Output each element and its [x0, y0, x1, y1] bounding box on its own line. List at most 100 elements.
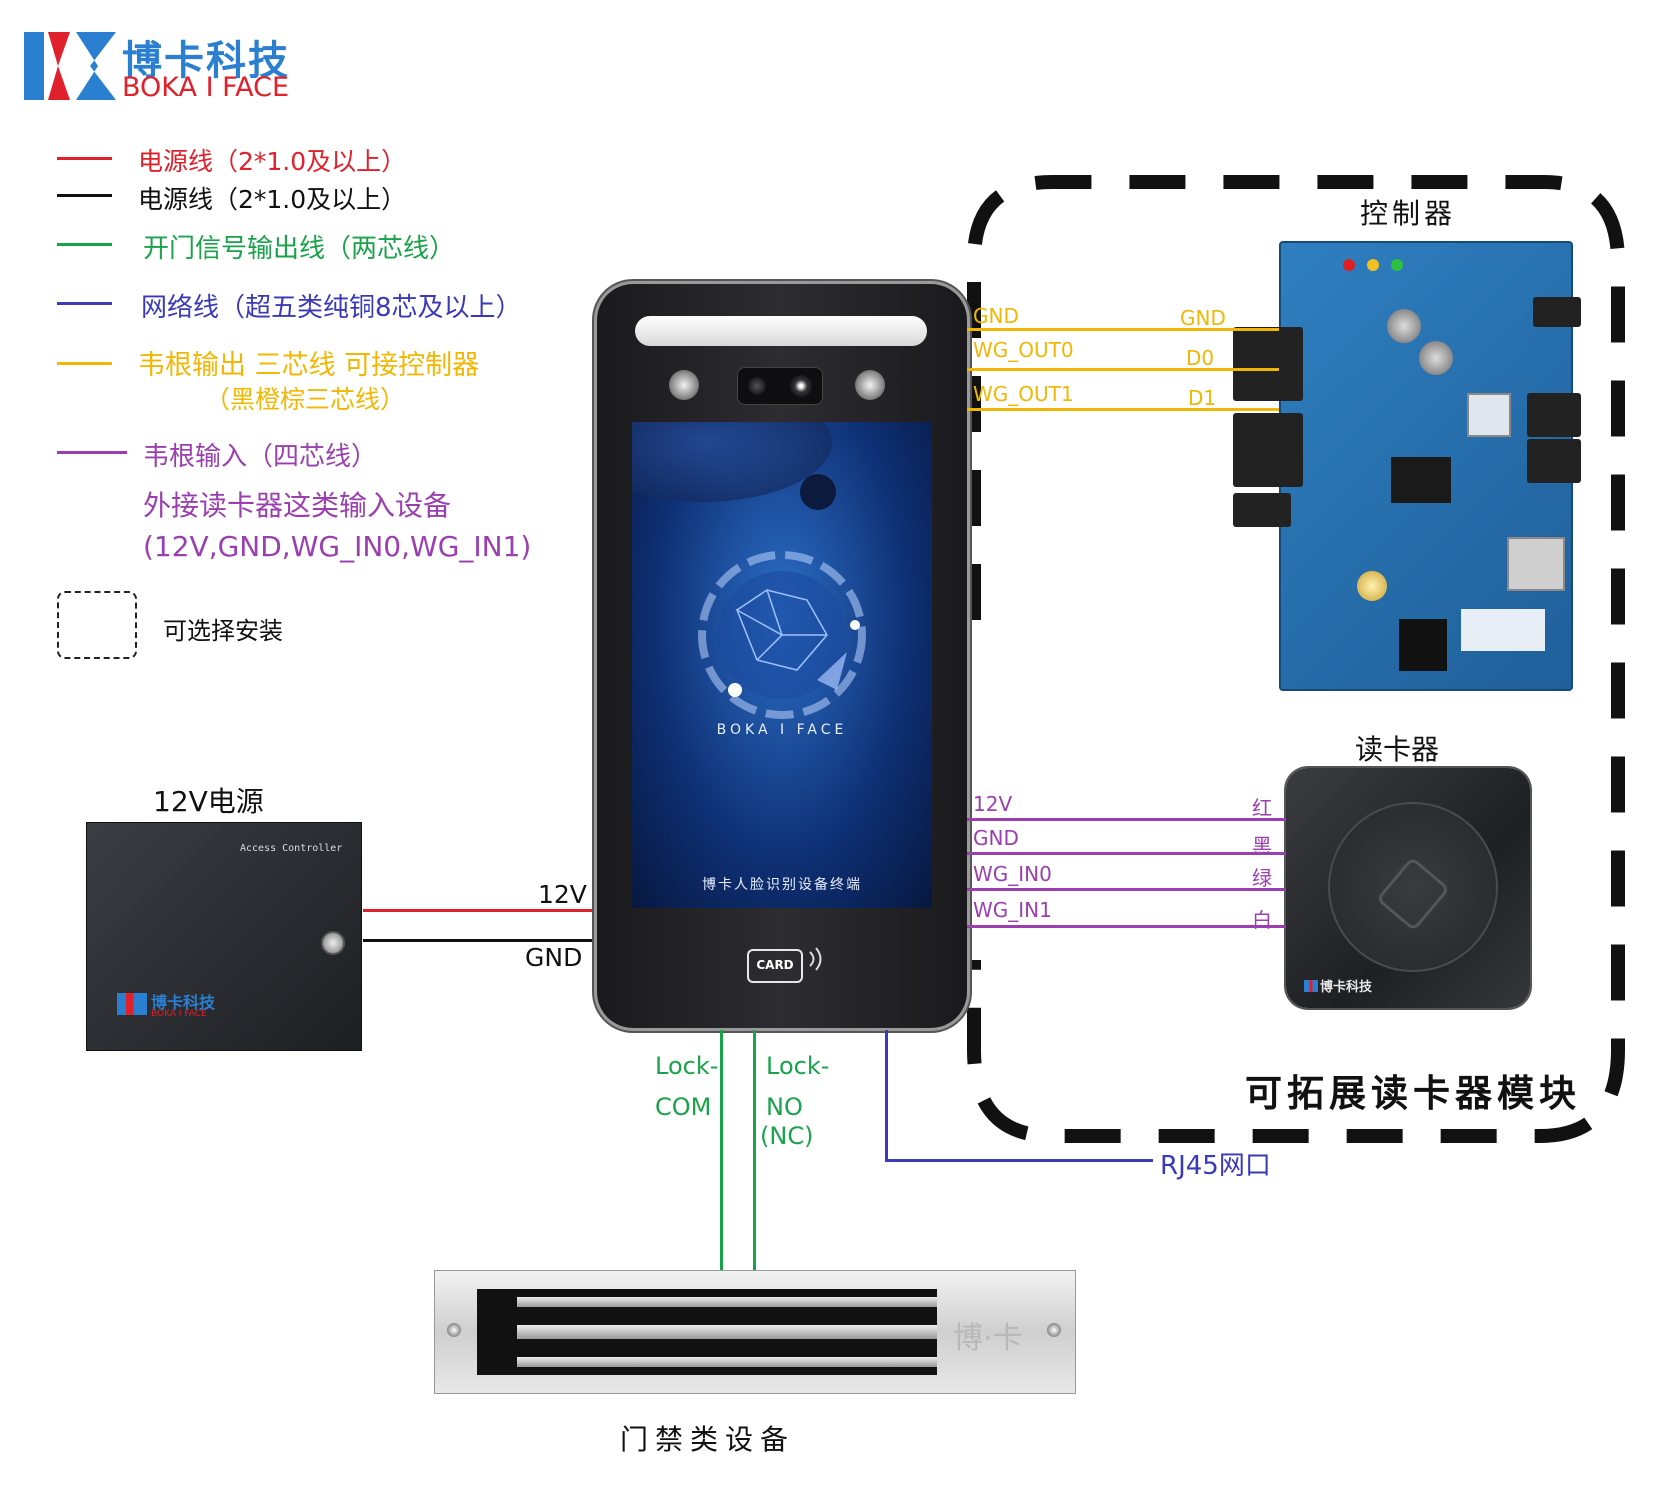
logo-brand-cn: 博卡科技 — [122, 38, 290, 84]
screw-right-icon — [1047, 1323, 1061, 1337]
power-led-icon — [1343, 259, 1355, 271]
chip-icon — [1391, 457, 1451, 503]
key-lock-icon — [321, 931, 345, 955]
card-reader-device: 博卡科技 — [1286, 768, 1530, 1008]
reader-brand: 博卡科技 — [1320, 980, 1373, 995]
pin-header-icon — [1399, 619, 1447, 671]
legend-swatch-green — [57, 243, 112, 246]
terminal-block-icon — [1533, 297, 1581, 327]
reader-logo-icon — [1304, 980, 1318, 992]
lock-device-title: 门禁类设备 — [620, 1423, 796, 1456]
module-label: 可拓展读卡器模块 — [1245, 1072, 1581, 1115]
reader-pin-left: GND — [973, 826, 1019, 850]
wire-wg-gnd — [967, 328, 1279, 331]
dual-camera-icon — [737, 367, 823, 405]
controller-pin-left: WG_OUT0 — [973, 338, 1074, 362]
controller-pin-right: D0 — [1186, 346, 1215, 370]
controller-pin-right: GND — [1180, 306, 1226, 330]
card-led-icon — [1391, 259, 1403, 271]
wire-reader-wg-in0 — [967, 888, 1286, 891]
power-supply-title: 12V电源 — [153, 785, 264, 818]
terminal-block-icon — [1233, 413, 1303, 487]
psu-12v-label: 12V — [538, 880, 587, 909]
legend-subtext: (12V,GND,WG_IN0,WG_IN1) — [143, 530, 532, 563]
magnet-core — [477, 1289, 937, 1375]
controller-title: 控制器 — [1360, 197, 1457, 230]
power-supply-brand-cn: 博卡科技 — [151, 993, 216, 1012]
wire-lock-com — [720, 1030, 723, 1270]
wire-lock-no — [753, 1030, 756, 1270]
terminal-block-icon — [1233, 493, 1291, 527]
legend-swatch-black — [57, 194, 112, 197]
face-scan-globe-icon — [698, 551, 866, 719]
wire-rj45-horizontal — [885, 1159, 1153, 1162]
wire-reader-wg-in1 — [967, 925, 1286, 928]
wire-12v-red — [363, 909, 595, 912]
reader-pin-right: 绿 — [1252, 866, 1272, 890]
lock-no-label-2: NO — [766, 1093, 803, 1121]
optional-swatch — [57, 591, 137, 659]
screen-brand: BOKA I FACE — [716, 722, 848, 738]
psu-gnd-label: GND — [525, 943, 583, 972]
reader-pin-left: WG_IN0 — [973, 862, 1052, 886]
legend-text: 电源线（2*1.0及以上） — [138, 185, 407, 214]
moon-graphic — [800, 474, 836, 510]
legend-swatch-red — [57, 157, 112, 160]
light-sensor-right-icon — [855, 370, 885, 400]
rj45-label: RJ45网口 — [1160, 1151, 1271, 1181]
legend-text: 开门信号输出线（两芯线） — [143, 234, 456, 264]
magnetic-lock: 博·卡 — [434, 1270, 1076, 1394]
face-terminal: BOKA I FACE 博卡人脸识别设备终端 CARD — [597, 284, 967, 1028]
card-reader-area: CARD — [747, 949, 803, 983]
legend-subtext: 外接读卡器这类输入设备 — [143, 489, 452, 522]
label-sticker-icon — [1461, 609, 1545, 651]
legend-text: 韦根输入（四芯线） — [143, 442, 378, 472]
wire-reader-12v — [967, 818, 1286, 821]
legend-text: 电源线（2*1.0及以上） — [138, 147, 407, 176]
power-supply-panel-text: Access Controller — [240, 843, 343, 854]
brand-logo: 博卡科技 BOKA I FACE — [24, 30, 324, 103]
optional-label: 可选择安装 — [163, 617, 283, 645]
nfc-waves-icon — [809, 947, 822, 971]
reader-pin-right: 红 — [1252, 796, 1272, 820]
optional-module-border — [967, 175, 1625, 1143]
power-supply-brand-en: BOKA I FACE — [151, 1009, 207, 1019]
reader-pin-left: 12V — [973, 792, 1013, 816]
lock-no-label-3: (NC) — [760, 1122, 814, 1150]
terminal-block-icon — [1527, 439, 1581, 483]
controller-pin-right: D1 — [1188, 386, 1217, 410]
screw-left-icon — [447, 1323, 461, 1337]
lock-com-label-2: COM — [655, 1093, 712, 1121]
relay-icon — [1467, 393, 1511, 437]
controller-board — [1233, 241, 1581, 691]
cpu-led-icon — [1367, 259, 1379, 271]
lock-brand: 博·卡 — [953, 1321, 1023, 1356]
screen-caption: 博卡人脸识别设备终端 — [702, 877, 862, 893]
wire-wg-out1 — [967, 408, 1279, 411]
reader-pad-icon — [1328, 802, 1498, 972]
capacitor-icon — [1387, 309, 1421, 343]
legend-swatch-yellow — [57, 362, 112, 365]
wire-reader-gnd — [967, 852, 1286, 855]
wire-gnd-black — [363, 939, 595, 942]
wire-wg-out0 — [967, 368, 1279, 371]
card-reader-title: 读卡器 — [1355, 733, 1440, 766]
light-sensor-left-icon — [669, 370, 699, 400]
logo-mark-icon — [24, 32, 116, 100]
capacitor-icon — [1419, 341, 1453, 375]
legend-swatch-purple — [57, 451, 127, 454]
terminal-screen: BOKA I FACE 博卡人脸识别设备终端 — [632, 422, 932, 908]
legend-swatch-blue — [57, 302, 112, 305]
legend-text: 网络线（超五类纯铜8芯及以上） — [141, 293, 522, 323]
legend-subtext: （黑橙棕三芯线） — [205, 385, 406, 414]
power-supply-box: Access Controller 博卡科技 BOKA I FACE — [87, 823, 361, 1050]
battery-icon — [1357, 571, 1387, 601]
reader-pin-right: 黑 — [1252, 834, 1272, 858]
logo-brand-en: BOKA I FACE — [122, 72, 290, 103]
controller-pin-left: GND — [973, 304, 1019, 328]
card-label: CARD — [756, 958, 794, 972]
power-supply-logo-icon — [117, 993, 147, 1015]
terminal-block-icon — [1233, 327, 1303, 401]
ethernet-jack-icon — [1507, 537, 1565, 591]
reader-pin-right: 白 — [1252, 908, 1272, 932]
